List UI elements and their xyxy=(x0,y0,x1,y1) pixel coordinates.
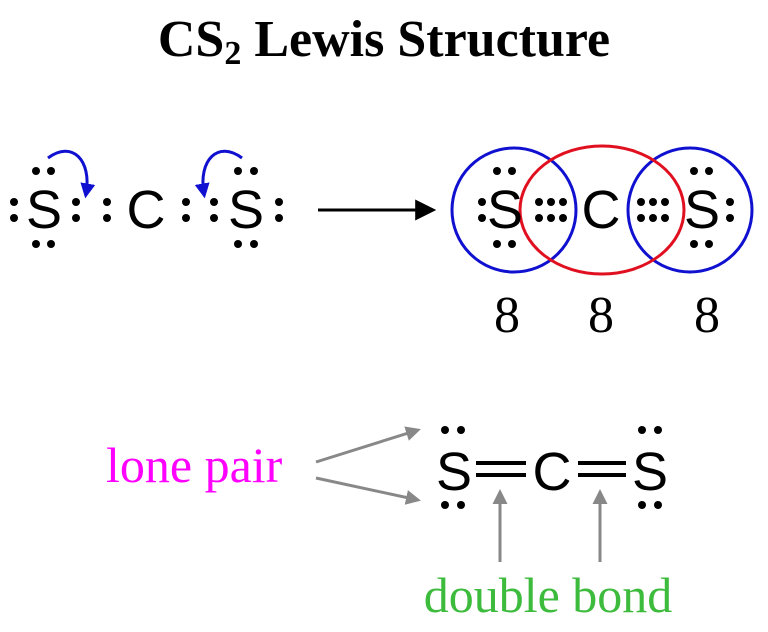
title-subscript: 2 xyxy=(224,35,242,72)
step1-carbon: C xyxy=(127,180,166,240)
step2-sulfur-left: S xyxy=(487,180,523,240)
step2-sulfur-right: S xyxy=(684,180,720,240)
electron-count-sulfur-right: 8 xyxy=(694,287,720,344)
step1-sulfur-left: S xyxy=(26,180,62,240)
lone-pair-arrow-top xyxy=(315,426,421,464)
double-bond-label: double bond xyxy=(424,567,673,623)
title-formula: CS xyxy=(157,11,225,68)
octet-ring-carbon xyxy=(518,144,686,276)
electron-move-arrow-right xyxy=(194,149,243,199)
step1-structure: S C S xyxy=(10,149,283,248)
step1-sulfur-right: S xyxy=(228,180,264,240)
electron-count-sulfur-left: 8 xyxy=(494,287,520,344)
final-carbon: C xyxy=(533,442,572,502)
final-sulfur-right: S xyxy=(632,442,668,502)
octet-ring-sulfur-left xyxy=(450,146,578,274)
title-rest: Lewis Structure xyxy=(241,11,611,68)
electron-count-carbon: 8 xyxy=(588,287,614,344)
double-bond-right xyxy=(578,461,626,477)
step1-electron-dots xyxy=(10,167,283,248)
electron-move-arrow-left xyxy=(47,149,96,199)
step2-carbon: C xyxy=(582,180,621,240)
lone-pair-arrow-bottom xyxy=(315,476,421,505)
final-sulfur-left: S xyxy=(436,442,472,502)
final-lone-pair-dots xyxy=(441,426,662,509)
lone-pair-label: lone pair xyxy=(106,437,283,493)
octet-ring-sulfur-right xyxy=(626,146,754,274)
step2-electron-dots xyxy=(478,167,734,248)
final-structure: S C S xyxy=(436,426,668,509)
step2-structure: S C S 8 8 8 xyxy=(450,144,754,344)
double-bond-left xyxy=(476,461,526,477)
diagram-title: CS2 Lewis Structure xyxy=(0,10,768,73)
